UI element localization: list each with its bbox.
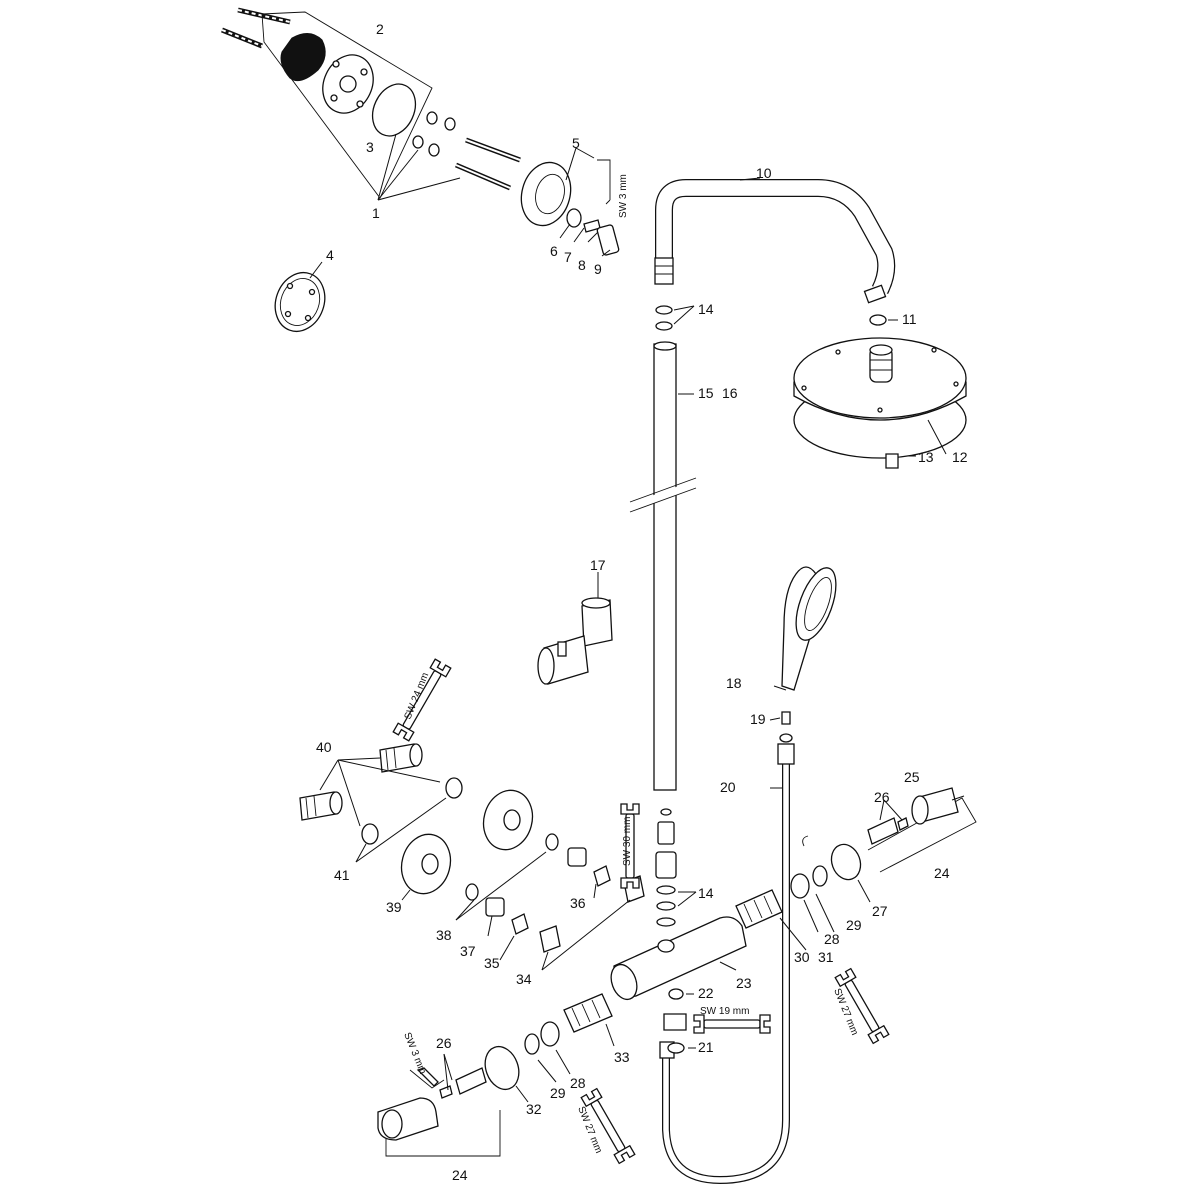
callout-29-bottom: 29 [550, 1085, 566, 1101]
callout-19: 19 [750, 711, 766, 727]
overhead-shower-part [793, 314, 967, 469]
wrench-27mm-bottom-icon [580, 1087, 636, 1165]
callout-28-bottom: 28 [570, 1075, 586, 1091]
o-ring-part [371, 83, 417, 137]
callout-10: 10 [756, 165, 772, 181]
callout-35: 35 [484, 955, 500, 971]
callout-18: 18 [726, 675, 742, 691]
wrench-30mm-icon [620, 803, 640, 889]
elbow-connectors-part [299, 743, 463, 845]
callout-24-right: 24 [934, 865, 950, 881]
fittings-bottom-part [663, 988, 696, 1054]
callout-23: 23 [736, 975, 752, 991]
cover-plate-part [274, 261, 326, 333]
callout-41: 41 [334, 867, 350, 883]
wrench-24mm-icon [392, 658, 452, 742]
callout-6: 6 [550, 243, 558, 259]
valve-fittings-part [465, 833, 645, 953]
shower-slider-part [537, 572, 613, 685]
callout-39: 39 [386, 899, 402, 915]
tool-label-sw3-bottom: SW 3 mm [401, 1031, 428, 1076]
callout-1: 1 [372, 205, 380, 221]
wall-gasket-part [280, 33, 326, 82]
callout-9: 9 [594, 261, 602, 277]
callout-38: 38 [436, 927, 452, 943]
callout-21: 21 [698, 1039, 714, 1055]
right-handle-group [735, 787, 977, 951]
hex-key-icon [416, 1067, 439, 1087]
callout-3: 3 [366, 139, 374, 155]
wrench-27mm-right-icon [834, 967, 890, 1045]
callout-5: 5 [572, 135, 580, 151]
callout-12: 12 [952, 449, 968, 465]
hand-shower-part [769, 566, 837, 743]
callout-30: 30 [794, 949, 810, 965]
escutcheons-part [400, 789, 534, 901]
callout-17: 17 [590, 557, 606, 573]
wall-plugs-part [221, 7, 291, 49]
tool-label-sw3-top: SW 3 mm [618, 174, 629, 218]
callout-27: 27 [872, 903, 888, 919]
callout-4: 4 [326, 247, 334, 263]
callout-22: 22 [698, 985, 714, 1001]
wrench-19mm-icon [693, 1014, 771, 1034]
shower-arm-part [654, 177, 896, 304]
callout-24-bottom: 24 [452, 1167, 468, 1183]
callout-15: 15 [698, 385, 714, 401]
callout-37: 37 [460, 943, 476, 959]
callout-11: 11 [902, 311, 917, 327]
callout-34: 34 [516, 971, 532, 987]
callout-14-lower: 14 [698, 885, 714, 901]
riser-pipe-part [628, 341, 698, 791]
o-rings-part [655, 305, 695, 331]
callout-29-right: 29 [846, 917, 862, 933]
tool-label-sw30: SW 30 mm [622, 817, 633, 866]
callout-20: 20 [720, 779, 736, 795]
connector-stack-part [655, 808, 697, 927]
callout-2: 2 [376, 21, 384, 37]
callout-31: 31 [818, 949, 834, 965]
bottom-handle-group [377, 993, 615, 1157]
screws-part [455, 137, 521, 191]
callout-40: 40 [316, 739, 332, 755]
mounting-plate-part [322, 54, 374, 114]
callout-8: 8 [578, 257, 586, 273]
callout-16: 16 [722, 385, 738, 401]
callout-13: 13 [918, 449, 934, 465]
wall-bracket-group [520, 147, 620, 257]
washers-part [412, 111, 456, 157]
callout-26-bottom: 26 [436, 1035, 452, 1051]
callout-26-right: 26 [874, 789, 890, 805]
callout-36: 36 [570, 895, 586, 911]
callout-25: 25 [904, 769, 920, 785]
callout-7: 7 [564, 249, 572, 265]
wall-mount-group [221, 7, 521, 201]
callout-labels: 1 2 3 4 5 6 7 8 9 10 11 12 13 14 15 16 1… [316, 21, 968, 1183]
tool-label-sw19: SW 19 mm [700, 1006, 749, 1017]
thermostat-body-part [610, 916, 747, 1001]
callout-32: 32 [526, 1101, 542, 1117]
shower-hose-part [659, 743, 795, 1185]
callout-28-right: 28 [824, 931, 840, 947]
callout-14-top: 14 [698, 301, 714, 317]
callout-33: 33 [614, 1049, 630, 1065]
